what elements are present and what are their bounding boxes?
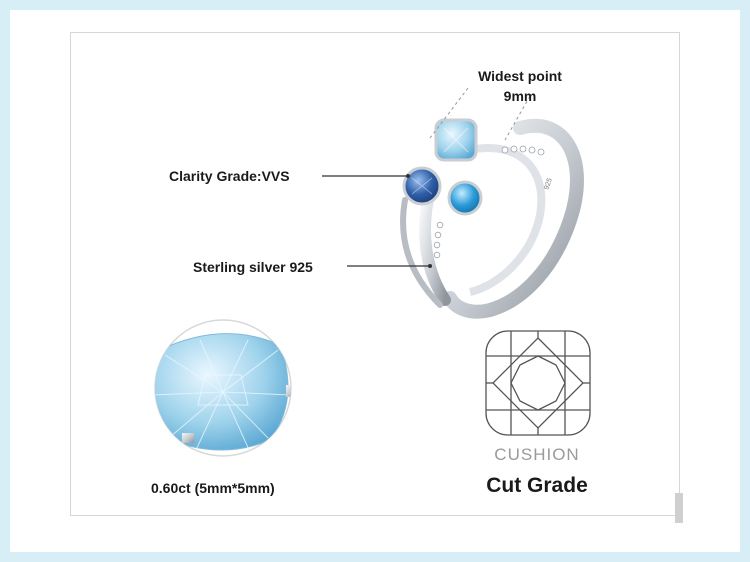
product-panel [10, 10, 740, 552]
widest-point-value: 9mm [503, 88, 537, 104]
ring-image: 925 [400, 118, 584, 319]
annotation-lines [322, 87, 531, 268]
cushion-cut-diagram-icon [485, 330, 591, 436]
cut-name-label: CUSHION [494, 445, 580, 464]
content-frame [70, 32, 680, 516]
gemstone-closeup-image [154, 319, 292, 457]
widest-point-label: Widest point 9mm [470, 66, 570, 106]
cut-grade-label: Cut Grade [486, 474, 588, 497]
material-label: Sterling silver 925 [193, 259, 313, 275]
clarity-label: Clarity Grade:VVS [169, 168, 290, 184]
svg-text:925: 925 [543, 177, 554, 190]
widest-point-title: Widest point [478, 68, 562, 84]
carat-label: 0.60ct (5mm*5mm) [151, 480, 275, 496]
scroll-tab [675, 493, 683, 523]
